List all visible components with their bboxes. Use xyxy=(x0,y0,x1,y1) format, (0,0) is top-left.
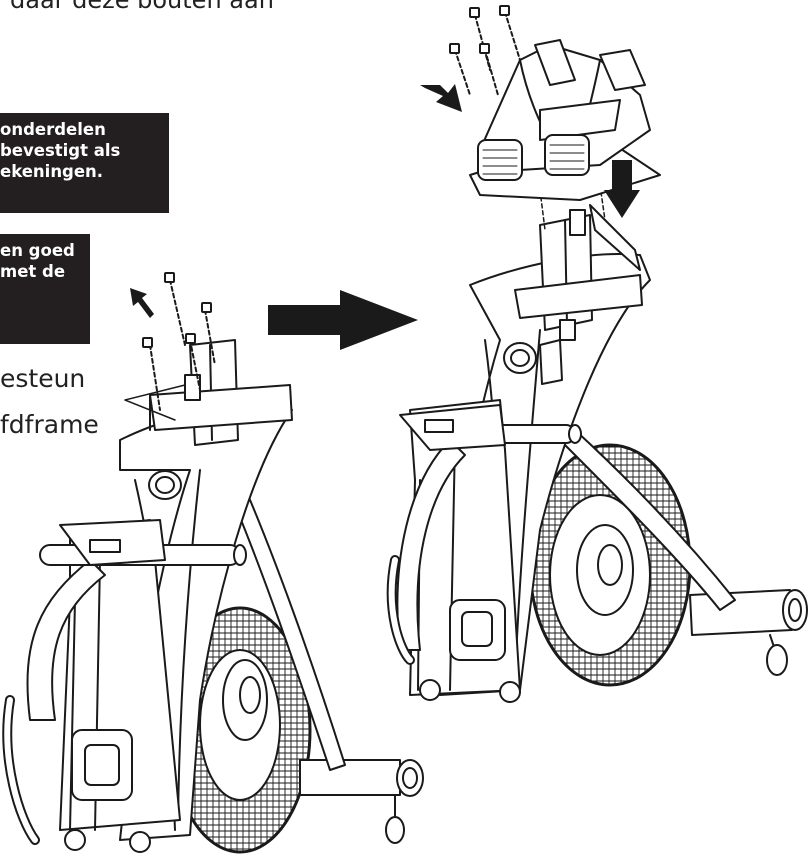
part-label-mainframe: fdframe xyxy=(0,410,99,439)
note-2-line-1: en goed xyxy=(0,241,75,260)
label-pointer-lines xyxy=(124,384,186,421)
seat-roller-left xyxy=(477,139,523,181)
footrest-left xyxy=(71,729,133,801)
rear-stabilizer-right xyxy=(689,589,808,676)
resistance-knob-right xyxy=(503,339,563,385)
instruction-note-2: en goed met de xyxy=(0,234,90,344)
rear-leg-left xyxy=(219,464,346,771)
rear-leg-right xyxy=(559,429,736,611)
part-label-support: esteun xyxy=(0,364,86,393)
seat-roller-right xyxy=(544,134,590,176)
console-right xyxy=(399,404,506,451)
down-arrow-icon xyxy=(604,160,640,218)
handlebar-arm-left xyxy=(26,559,106,721)
instruction-note-1: onderdelen bevestigt als ekeningen. xyxy=(0,113,169,213)
seat-post-left xyxy=(149,339,293,446)
transition-arrow-icon xyxy=(268,290,418,350)
rear-stabilizer-left xyxy=(299,759,424,844)
top-caption: daar deze bouten aan xyxy=(10,0,274,14)
bike-before-assembly xyxy=(2,272,424,854)
insert-arrow-icon xyxy=(420,84,462,112)
bike-after-assembly xyxy=(386,5,808,703)
note-1-line-1: onderdelen xyxy=(0,120,106,139)
note-1-line-2: bevestigt als xyxy=(0,141,121,160)
seat-carriage xyxy=(469,39,661,201)
bolts-left xyxy=(142,272,216,411)
note-2-line-2: met de xyxy=(0,262,66,281)
note-1-line-3: ekeningen. xyxy=(0,162,104,181)
bolts-right xyxy=(449,5,521,96)
up-arrow-icon xyxy=(130,288,154,318)
footrest-right xyxy=(449,599,506,661)
seat-post-right xyxy=(514,204,643,341)
fan-wheel-left xyxy=(168,606,312,854)
resistance-knob-left xyxy=(148,470,182,500)
console-left xyxy=(59,519,166,566)
